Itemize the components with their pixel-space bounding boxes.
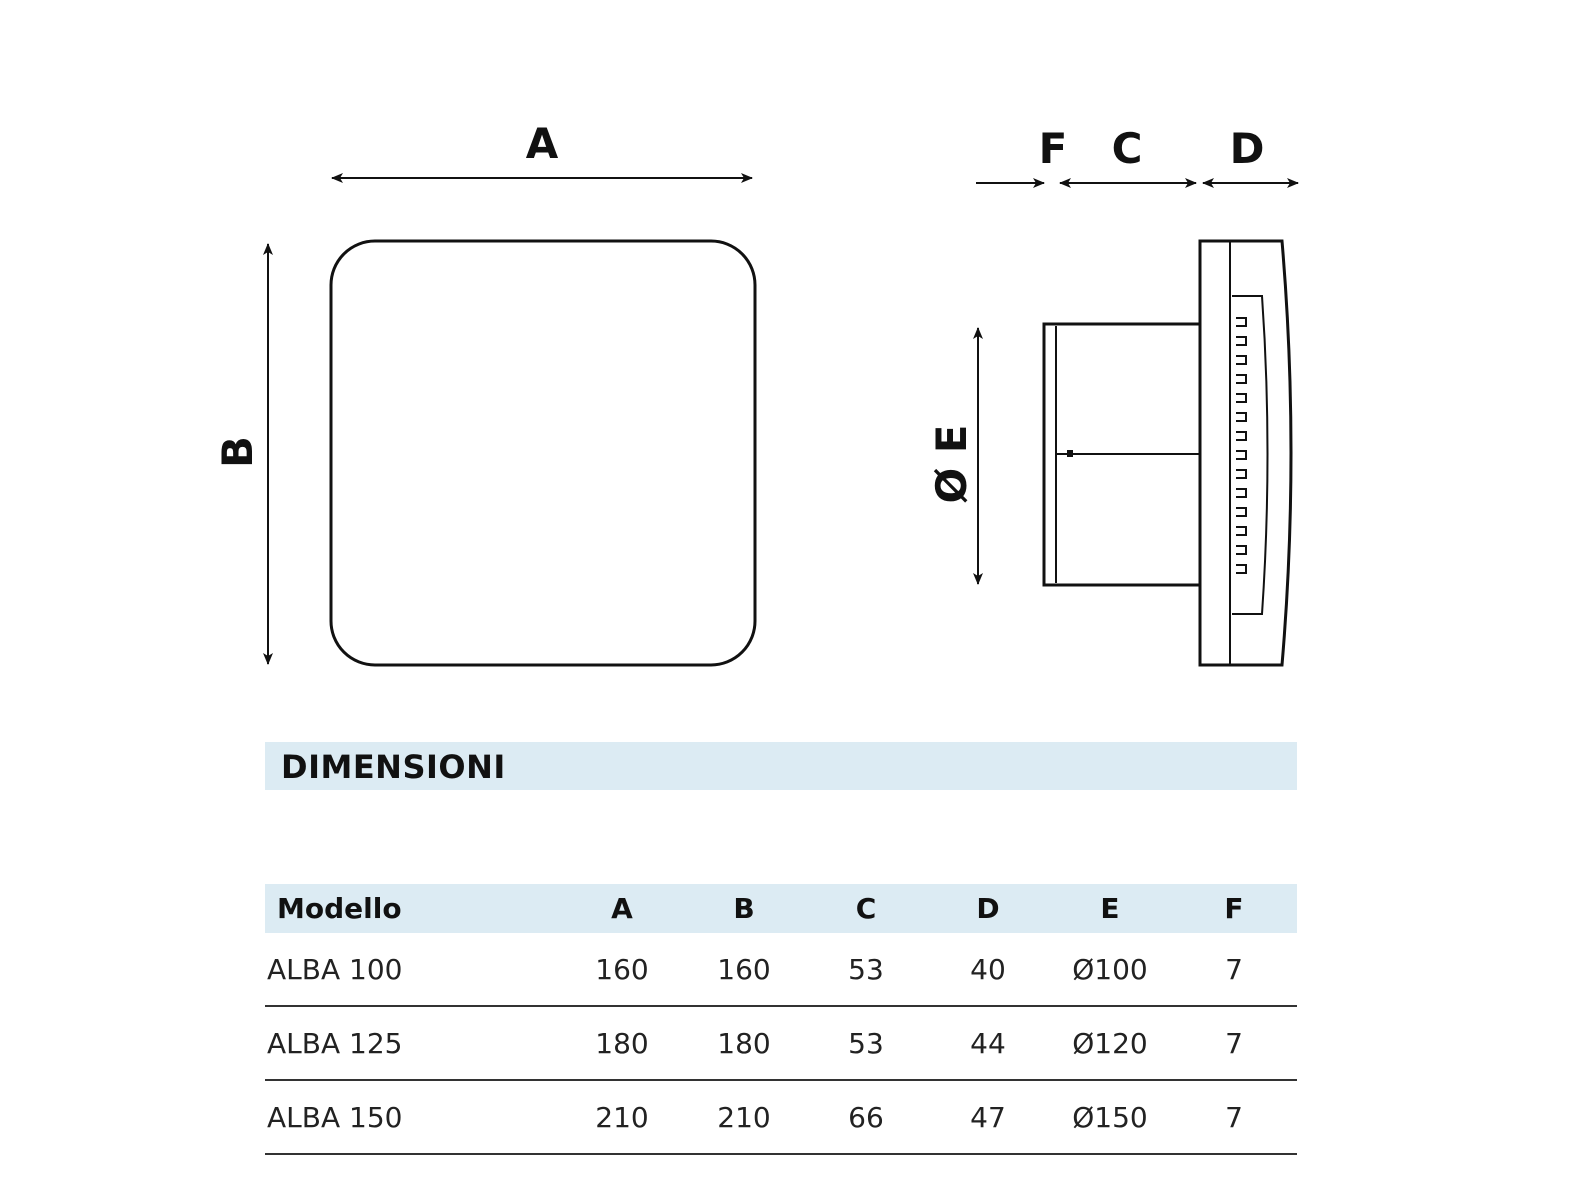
cell-b: 160: [683, 933, 805, 1007]
cell-a: 160: [561, 933, 683, 1007]
cell-e: Ø100: [1049, 933, 1171, 1007]
header-f: F: [1171, 884, 1297, 933]
cell-f: 7: [1171, 1080, 1297, 1155]
label-d: D: [1230, 124, 1265, 173]
table-row: ALBA 150 210 210 66 47 Ø150 7: [265, 1080, 1297, 1155]
header-b: B: [683, 884, 805, 933]
cell-e: Ø150: [1049, 1080, 1171, 1155]
cell-a: 180: [561, 1006, 683, 1081]
cell-d: 40: [927, 933, 1049, 1007]
shutter-fin: [1236, 336, 1247, 346]
shutter-fin: [1236, 488, 1247, 498]
shutter-fins: [1236, 317, 1247, 574]
table-row: ALBA 100 160 160 53 40 Ø100 7: [265, 933, 1297, 1007]
cell-b: 210: [683, 1080, 805, 1155]
cell-c: 53: [805, 1006, 927, 1081]
front-view: A B: [213, 119, 757, 667]
cell-model: ALBA 125: [265, 1006, 561, 1081]
shutter-fin: [1236, 431, 1247, 441]
cell-model: ALBA 150: [265, 1080, 561, 1155]
label-c: C: [1112, 124, 1143, 173]
cover-inner-curve: [1232, 295, 1269, 615]
shutter-fin: [1236, 469, 1247, 479]
cell-d: 47: [927, 1080, 1049, 1155]
dimensions-table: Modello A B C D E F ALBA 100 160 160 53 …: [265, 884, 1297, 1155]
shutter-fin: [1236, 526, 1247, 536]
label-f: F: [1039, 124, 1068, 173]
header-modello: Modello: [265, 884, 561, 933]
cover-profile: [1198, 239, 1293, 667]
cell-f: 7: [1171, 933, 1297, 1007]
label-b: B: [213, 436, 262, 468]
label-a: A: [526, 119, 559, 168]
shutter-fin: [1236, 412, 1247, 422]
table-header-row: Modello A B C D E F: [265, 884, 1297, 933]
shutter-fin: [1236, 545, 1247, 555]
header-d: D: [927, 884, 1049, 933]
shutter-fin: [1236, 393, 1247, 403]
technical-drawing: A B F C D Ø E: [213, 119, 1299, 667]
cell-b: 180: [683, 1006, 805, 1081]
shutter-fin: [1236, 317, 1247, 327]
duct-seam-mark: [1067, 450, 1073, 457]
front-panel-outline: [329, 239, 757, 667]
label-diameter-e: Ø E: [927, 424, 976, 503]
table-row: ALBA 125 180 180 53 44 Ø120 7: [265, 1006, 1297, 1081]
cell-f: 7: [1171, 1006, 1297, 1081]
shutter-fin: [1236, 507, 1247, 517]
cell-a: 210: [561, 1080, 683, 1155]
shutter-fin: [1236, 374, 1247, 384]
cell-c: 66: [805, 1080, 927, 1155]
cell-c: 53: [805, 933, 927, 1007]
shutter-fin: [1236, 450, 1247, 460]
cell-model: ALBA 100: [265, 933, 561, 1007]
header-c: C: [805, 884, 927, 933]
header-a: A: [561, 884, 683, 933]
shutter-fin: [1236, 355, 1247, 365]
section-header: DIMENSIONI: [265, 742, 1297, 790]
side-view: F C D Ø E: [927, 124, 1299, 667]
shutter-fin: [1236, 564, 1247, 574]
header-e: E: [1049, 884, 1171, 933]
cell-d: 44: [927, 1006, 1049, 1081]
section-title: DIMENSIONI: [281, 748, 506, 786]
cell-e: Ø120: [1049, 1006, 1171, 1081]
